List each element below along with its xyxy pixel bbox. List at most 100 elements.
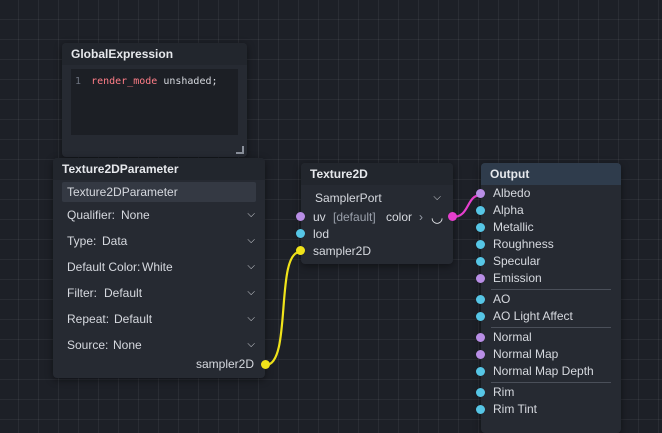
repeat-select[interactable]: Default ⌵ xyxy=(114,309,255,329)
filter-value: Default xyxy=(104,286,143,300)
code-text: unshaded; xyxy=(163,76,218,87)
type-value: Data xyxy=(102,234,128,248)
output-input-port[interactable] xyxy=(476,274,485,283)
sampler2d-row: sampler2D xyxy=(301,241,453,261)
output-port-row: AO xyxy=(476,291,621,308)
source-select[interactable]: None ⌵ xyxy=(113,335,255,355)
output-port-row: Albedo xyxy=(476,185,621,202)
output-port-label: Alpha xyxy=(493,203,524,217)
parameter-name-field[interactable]: Texture2DParameter xyxy=(62,182,256,202)
wire-sampler2d[interactable] xyxy=(265,250,301,367)
default-color-row: Default Color: White ⌵ xyxy=(53,257,265,277)
output-input-port[interactable] xyxy=(476,295,485,304)
output-port-row: Metallic xyxy=(476,219,621,236)
filter-select[interactable]: Default ⌵ xyxy=(104,283,255,303)
color-output-port[interactable] xyxy=(448,212,457,221)
output-port-label: AO Light Affect xyxy=(493,309,573,323)
output-port-label: Normal xyxy=(493,330,532,344)
output-port-label: Albedo xyxy=(493,186,531,200)
output-input-port[interactable] xyxy=(476,312,485,321)
output-port-label: Metallic xyxy=(493,220,534,234)
output-port-row: Specular xyxy=(476,253,621,270)
expand-arrow-icon[interactable]: › xyxy=(419,210,423,224)
node-title[interactable]: Texture2DParameter xyxy=(53,158,265,180)
uv-label: uv xyxy=(313,210,326,224)
output-input-port[interactable] xyxy=(476,223,485,232)
default-color-select[interactable]: White ⌵ xyxy=(142,257,255,277)
repeat-label: Repeat: xyxy=(67,312,110,326)
output-input-port[interactable] xyxy=(476,388,485,397)
lod-input-port[interactable] xyxy=(296,229,305,238)
filter-label: Filter: xyxy=(67,286,97,300)
uv-input-port[interactable] xyxy=(296,212,305,221)
node-title[interactable]: GlobalExpression xyxy=(62,43,247,65)
sampler2d-input-port[interactable] xyxy=(296,246,305,255)
chevron-down-icon: ⌵ xyxy=(433,192,441,203)
output-input-port[interactable] xyxy=(476,240,485,249)
output-input-port[interactable] xyxy=(476,367,485,376)
output-input-port[interactable] xyxy=(476,206,485,215)
source-label: Source: xyxy=(67,338,109,352)
output-port-label: AO xyxy=(493,292,511,306)
chevron-down-icon: ⌵ xyxy=(247,313,255,324)
sampler2d-output-label: sampler2D xyxy=(195,357,254,371)
uv-row: uv [default] color › ◡ xyxy=(301,207,453,227)
type-row: Type: Data ⌵ xyxy=(53,231,265,251)
output-port-label: Emission xyxy=(493,271,542,285)
group-separator xyxy=(491,289,611,290)
sampler2d-output-port[interactable] xyxy=(261,360,270,369)
output-input-port[interactable] xyxy=(476,189,485,198)
chevron-down-icon: ⌵ xyxy=(247,209,255,220)
output-port-row: Roughness xyxy=(476,236,621,253)
output-port-row: AO Light Affect xyxy=(476,308,621,325)
source-value: None xyxy=(113,338,142,352)
source-value: SamplerPort xyxy=(315,191,382,205)
node-title[interactable]: Texture2D xyxy=(301,163,453,185)
output-input-port[interactable] xyxy=(476,257,485,266)
repeat-row: Repeat: Default ⌵ xyxy=(53,309,265,329)
repeat-value: Default xyxy=(114,312,153,326)
node-title[interactable]: Output xyxy=(481,163,621,185)
global-expression-node[interactable]: GlobalExpression 1 render_mode unshaded; xyxy=(62,43,247,157)
chevron-down-icon: ⌵ xyxy=(247,235,255,246)
type-select[interactable]: Data ⌵ xyxy=(102,231,255,251)
output-port-label: Rim Tint xyxy=(493,402,538,416)
eye-closed-icon[interactable]: ◡ xyxy=(431,209,444,225)
qualifier-select[interactable]: None ⌵ xyxy=(121,205,255,225)
color-label: color xyxy=(386,210,413,224)
output-port-row: Rim Tint xyxy=(476,401,621,418)
output-port-row: Rim xyxy=(476,384,621,401)
output-input-port[interactable] xyxy=(476,405,485,414)
qualifier-label: Qualifier: xyxy=(67,208,116,222)
chevron-down-icon: ⌵ xyxy=(247,339,255,350)
output-input-port[interactable] xyxy=(476,350,485,359)
output-port-row: Normal Map xyxy=(476,346,621,363)
lod-label: lod xyxy=(313,227,330,241)
uv-default-value[interactable]: [default] xyxy=(333,210,376,224)
texture2d-parameter-node[interactable]: Texture2DParameter Texture2DParameter Qu… xyxy=(53,158,270,378)
texture2d-node[interactable]: Texture2D SamplerPort ⌵ uv [default] col… xyxy=(296,163,457,264)
output-port-label: Roughness xyxy=(493,237,554,251)
code-keyword: render_mode xyxy=(91,76,158,87)
chevron-down-icon: ⌵ xyxy=(247,261,255,272)
sampler2d-label: sampler2D xyxy=(313,244,372,258)
output-port-label: Normal Map xyxy=(493,347,559,361)
output-port-row: Emission xyxy=(476,270,621,287)
output-port-row: Normal Map Depth xyxy=(476,363,621,380)
output-port-label: Specular xyxy=(493,254,541,268)
parameter-name-value: Texture2DParameter xyxy=(67,185,178,199)
code-editor[interactable]: 1 render_mode unshaded; xyxy=(71,69,238,135)
qualifier-value: None xyxy=(121,208,150,222)
group-separator xyxy=(491,382,611,383)
output-port-row: Normal xyxy=(476,329,621,346)
filter-row: Filter: Default ⌵ xyxy=(53,283,265,303)
resize-grip-icon[interactable] xyxy=(236,146,244,154)
qualifier-row: Qualifier: None ⌵ xyxy=(53,205,265,225)
source-select[interactable]: SamplerPort ⌵ xyxy=(315,188,441,208)
chevron-down-icon: ⌵ xyxy=(247,287,255,298)
output-port-row: Alpha xyxy=(476,202,621,219)
output-input-port[interactable] xyxy=(476,333,485,342)
group-separator xyxy=(491,327,611,328)
default-color-label: Default Color: xyxy=(67,260,141,274)
